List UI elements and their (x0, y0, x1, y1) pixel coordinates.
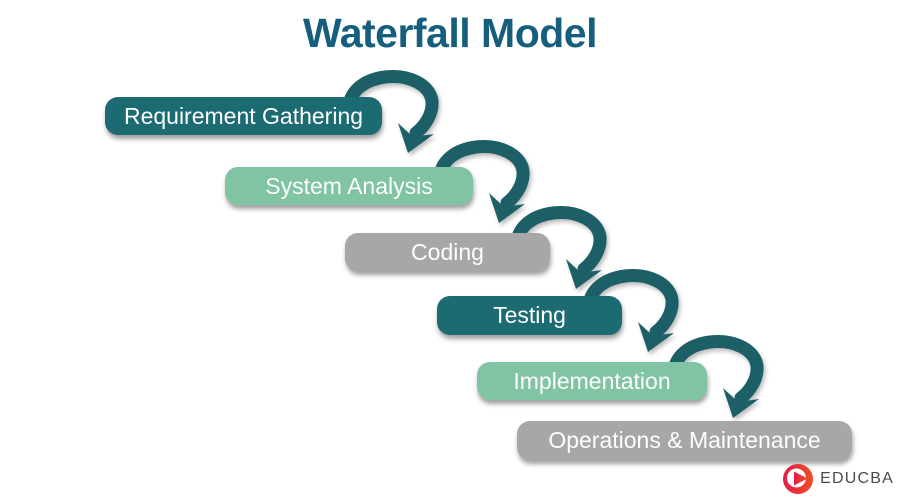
step-testing: Testing (437, 296, 622, 335)
step-implementation: Implementation (477, 362, 707, 400)
step-operations-maintenance: Operations & Maintenance (517, 421, 852, 460)
educba-logo: EDUCBA (781, 462, 894, 496)
page-title: Waterfall Model (303, 10, 597, 56)
step-coding: Coding (345, 233, 550, 271)
step-requirement-gathering: Requirement Gathering (105, 97, 382, 135)
step-system-analysis: System Analysis (225, 167, 473, 205)
educba-play-circle-icon (783, 464, 814, 494)
educba-logo-text: EDUCBA (820, 470, 894, 487)
